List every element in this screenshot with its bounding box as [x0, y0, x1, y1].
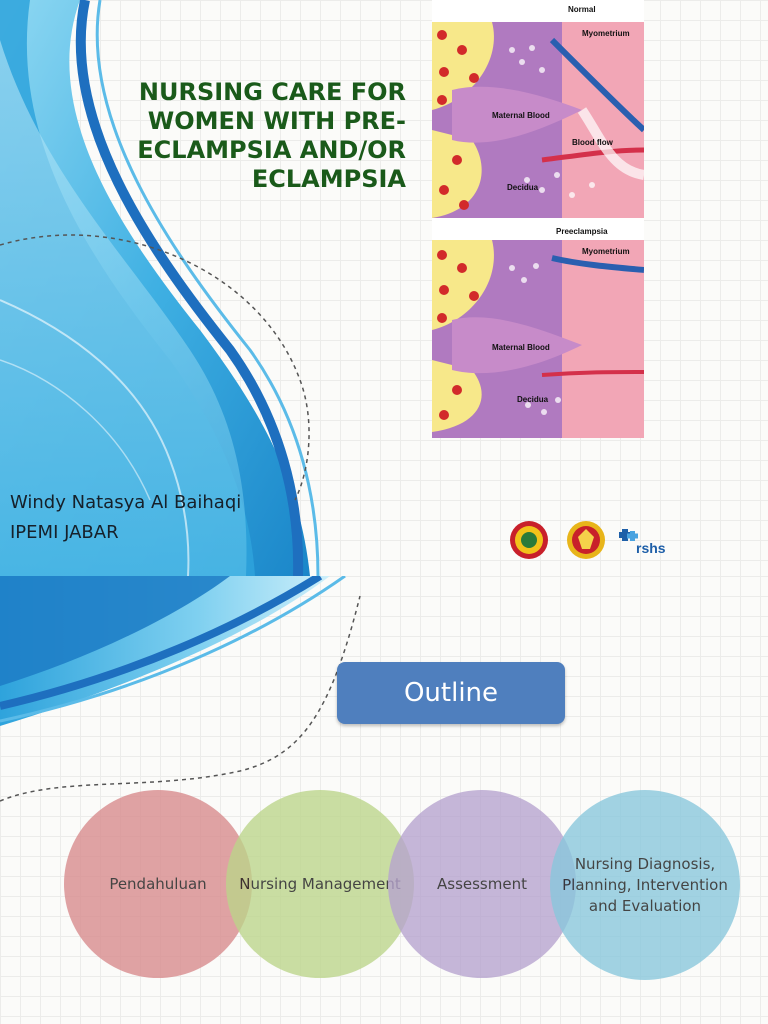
diagram-label-decidua: Decidua: [507, 183, 539, 192]
outline-item-nursing-management: Nursing Management: [226, 790, 414, 978]
rshs-logo-text: rshs: [636, 540, 666, 556]
outline-item-pendahuluan: Pendahuluan: [64, 790, 252, 978]
rshs-logo: rshs: [619, 529, 666, 556]
blue-swoosh-decoration-2: [0, 576, 361, 802]
placenta-diagram-image: Normal Myometrium Maternal Blood Decidua…: [432, 0, 644, 438]
diagram-label-normal: Normal: [568, 5, 596, 14]
logo-2-emblem: [567, 521, 605, 559]
outline-item-label: Nursing Management: [239, 874, 401, 893]
diagram-label-myometrium: Myometrium: [582, 29, 630, 38]
outline-item-assessment: Assessment: [388, 790, 576, 978]
diagram-label-decidua-2: Decidua: [517, 395, 549, 404]
author-block: Windy Natasya Al Baihaqi IPEMI JABAR: [10, 488, 241, 548]
outline-heading-box: Outline: [337, 662, 565, 724]
outline-slide: Outline Pendahuluan Nursing Management A…: [0, 576, 768, 1024]
blue-swoosh-decoration: [0, 0, 320, 576]
outline-item-label: Nursing Diagnosis, Planning, Interventio…: [562, 854, 728, 915]
diagram-label-myometrium-2: Myometrium: [582, 247, 630, 256]
outline-heading: Outline: [403, 678, 499, 708]
logo-1-emblem: [510, 521, 548, 559]
outline-item-label: Pendahuluan: [109, 874, 207, 893]
institution-logos: rshs: [510, 521, 666, 559]
author-organization: IPEMI JABAR: [10, 522, 119, 543]
author-name: Windy Natasya Al Baihaqi: [10, 492, 242, 513]
diagram-label-blood-flow: Blood flow: [572, 138, 614, 147]
slide-title: NURSING CARE FOR WOMEN WITH PRE-ECLAMPSI…: [137, 78, 406, 193]
diagram-label-preeclampsia: Preeclampsia: [556, 227, 608, 236]
outline-item-diagnosis-planning: Nursing Diagnosis, Planning, Interventio…: [550, 790, 740, 980]
diagram-label-maternal-blood: Maternal Blood: [492, 111, 550, 120]
diagram-label-maternal-blood-2: Maternal Blood: [492, 343, 550, 352]
outline-item-label: Assessment: [437, 874, 527, 893]
title-slide: NURSING CARE FOR WOMEN WITH PRE-ECLAMPSI…: [0, 0, 768, 576]
